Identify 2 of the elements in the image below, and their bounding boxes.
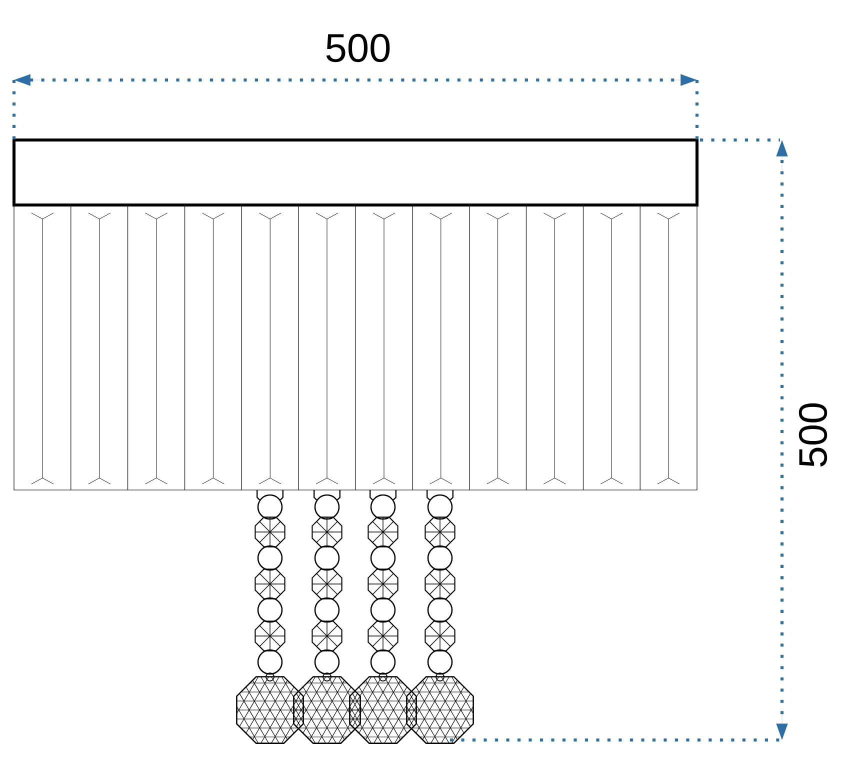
dimension-label: 500 bbox=[798, 403, 828, 467]
dimension-label: 500 bbox=[326, 34, 390, 62]
